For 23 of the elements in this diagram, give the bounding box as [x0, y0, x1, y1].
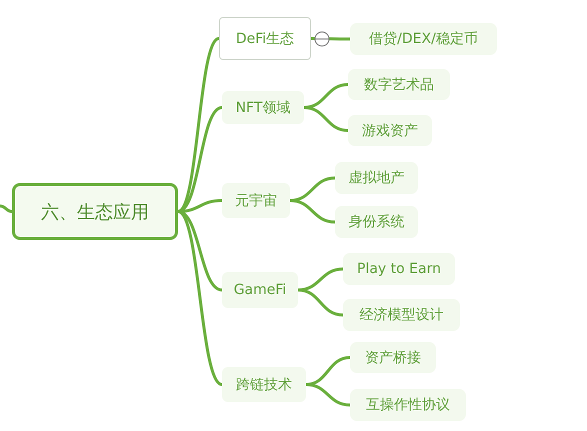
topic-box: DeFi生态 [219, 17, 311, 60]
subtopic-box: 借贷/DEX/稳定币 [350, 23, 497, 55]
subtopic-box: 游戏资产 [348, 115, 432, 146]
subtopic-box: 数字艺术品 [348, 69, 450, 100]
subtopic-box: 互操作性协议 [350, 389, 466, 421]
subtopic-box: 资产桥接 [350, 342, 436, 373]
topic-box: NFT领域 [222, 91, 304, 124]
topic-box: 元宇宙 [222, 183, 290, 218]
subtopic-box: 虚拟地产 [335, 162, 418, 194]
topic-box: 六、生态应用 [12, 183, 178, 240]
connector-line [0, 204, 12, 213]
subtopic-box: 经济模型设计 [343, 299, 460, 331]
subtopic-box: Play to Earn [343, 253, 455, 285]
connector-line [177, 37, 220, 213]
subtopic-box: 身份系统 [335, 206, 418, 238]
connector-line [177, 106, 223, 213]
connector-line [304, 106, 348, 132]
topic-box: 跨链技术 [222, 367, 306, 402]
connector-line [290, 199, 336, 224]
connector-line [177, 210, 223, 386]
connector-line [298, 288, 344, 316]
topic-box: GameFi [222, 272, 298, 308]
connector-line [178, 210, 222, 292]
